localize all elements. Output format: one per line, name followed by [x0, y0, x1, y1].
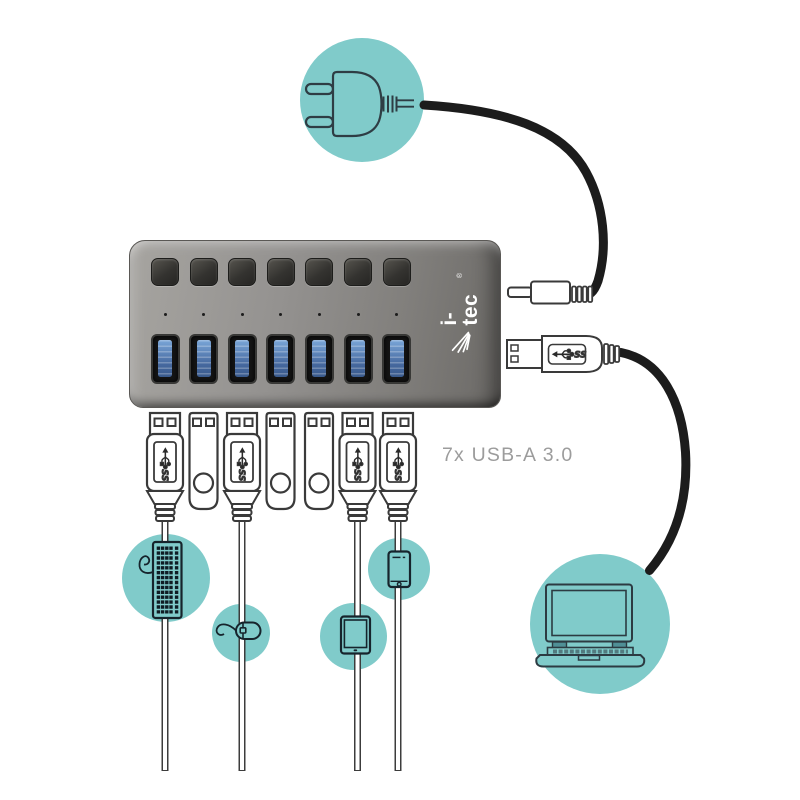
power-button-6	[344, 257, 372, 286]
port-tongue	[235, 340, 250, 377]
port-tongue	[312, 340, 327, 377]
dc-plug-icon	[507, 280, 594, 305]
port-tongue	[158, 340, 172, 377]
usb-port-1	[150, 333, 180, 384]
power-button-4	[266, 257, 295, 286]
led-3	[240, 312, 244, 316]
usb-a-plug-3	[340, 413, 376, 521]
led-4	[279, 312, 283, 316]
usb-flash-drive-2	[265, 411, 296, 511]
led-1	[163, 312, 167, 316]
power-cable	[419, 100, 608, 298]
power-button-5	[305, 257, 334, 286]
power-button-7	[382, 257, 411, 286]
usb-port-3	[227, 333, 257, 384]
port-tongue	[351, 340, 365, 377]
usb-port-7	[382, 333, 412, 384]
port-tongue	[273, 340, 288, 377]
usb-a-plug-4	[380, 413, 416, 521]
power-button-1	[151, 257, 179, 286]
led-6	[356, 312, 360, 316]
registered-mark: ®	[456, 273, 464, 279]
ports-count-label: 7x USB-A 3.0	[442, 444, 574, 466]
usb-port-6	[343, 333, 373, 384]
usb-flash-drive-3	[303, 411, 335, 511]
usb-a-plug-2	[224, 413, 260, 521]
power-button-2	[189, 257, 218, 286]
tablet-icon	[339, 615, 372, 655]
usb-port-2	[189, 333, 219, 384]
laptop-icon	[535, 583, 646, 668]
smartphone-icon	[387, 550, 412, 589]
mouse-icon	[215, 621, 262, 640]
itec-logo-swoosh-icon	[451, 331, 471, 353]
led-2	[202, 312, 206, 316]
led-7	[395, 312, 399, 316]
usb-b-cable	[616, 348, 691, 575]
usb-port-4	[266, 333, 296, 384]
port-tongue	[389, 340, 404, 377]
power-button-3	[228, 257, 257, 286]
led-5	[317, 312, 321, 316]
keyboard-icon	[138, 540, 183, 620]
power-plug-icon	[304, 70, 414, 138]
brand-text: i-tec	[438, 293, 482, 326]
port-tongue	[196, 340, 211, 377]
connector-row	[147, 411, 416, 521]
usb-hub: i-tec ®	[129, 240, 501, 408]
itec-logo: i-tec ®	[438, 273, 482, 353]
usb-a-plug-1	[147, 413, 183, 521]
usb-flash-drive-1	[188, 411, 219, 511]
usb-b-plug-icon	[506, 335, 621, 373]
usb-port-5	[304, 333, 334, 384]
